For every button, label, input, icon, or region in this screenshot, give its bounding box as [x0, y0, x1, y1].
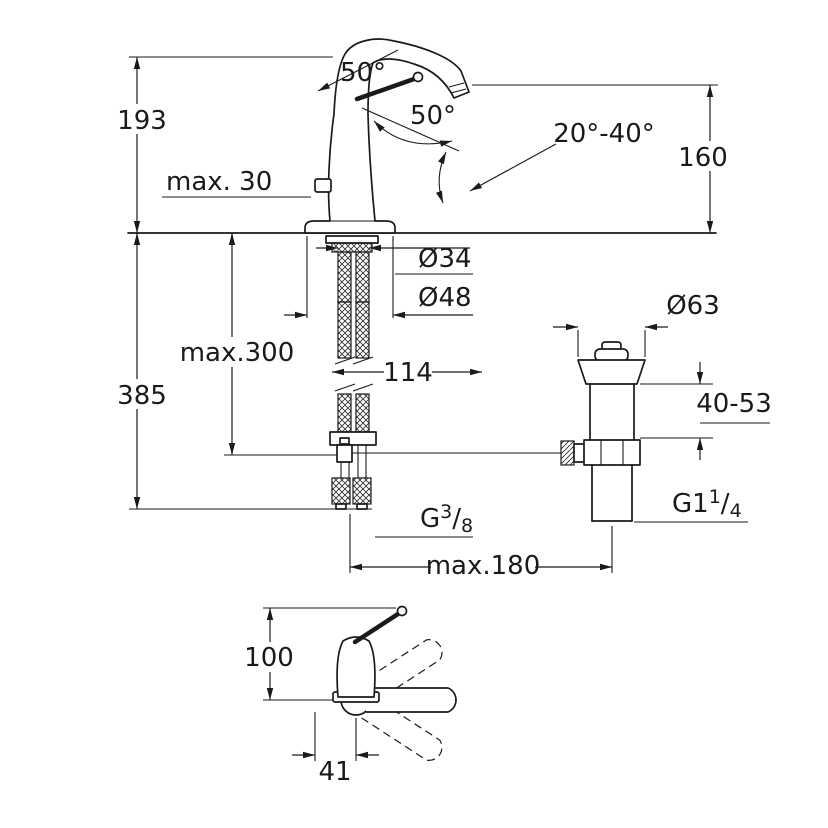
aerator-line-2 [450, 88, 467, 94]
rod-clamp-screw [339, 437, 350, 445]
hose-stub-left [335, 503, 347, 510]
label-385: 385 [117, 381, 167, 411]
spout-angle-line [317, 49, 399, 92]
label-max180: max.180 [426, 551, 541, 581]
label-handle-angle: 50° [410, 101, 456, 131]
label-g114: G11/4 [672, 486, 742, 522]
side-view-handle-knob [396, 605, 408, 617]
hose-break-marks [334, 356, 374, 392]
angle-annotations [317, 49, 557, 204]
label-spout-angle: 50° [340, 58, 386, 88]
supply-hose-lower-right [355, 393, 370, 433]
hose-fitting [329, 431, 377, 446]
threaded-shank-right [355, 251, 370, 303]
tilt-range-arc [435, 151, 447, 204]
faucet-body-and-spout [304, 38, 470, 234]
supply-hose-upper-left [337, 301, 352, 359]
threaded-shank-left [337, 251, 352, 303]
faucet-main-view [304, 38, 561, 510]
handle-lever [354, 76, 417, 102]
label-tilt-range: 20°-40° [553, 119, 655, 149]
supply-hose-lower-left [337, 393, 352, 433]
hose-stub-right [356, 503, 368, 510]
side-view-handle [352, 611, 401, 645]
label-g38: G3/8 [420, 501, 473, 537]
waste-flange [577, 359, 646, 385]
mounting-nut [331, 242, 373, 253]
supply-hose-upper-right [355, 301, 370, 359]
waste-hex-nut [583, 439, 641, 466]
drain-assembly [560, 341, 646, 522]
label-d34: Ø34 [418, 244, 472, 274]
label-d48: Ø48 [418, 283, 472, 313]
handle-angle-arc [373, 120, 453, 147]
label-41: 41 [318, 757, 351, 787]
pop-up-rod-clamp [336, 444, 353, 463]
dimension-lines [129, 56, 770, 761]
handle-knob [412, 71, 424, 83]
mounting-washer [325, 235, 379, 244]
dimension-labels: 193 385 max.300 max. 30 50° 50° 20°-40° … [116, 58, 772, 787]
faucet-side-view [332, 605, 457, 766]
tilt-leader [469, 143, 557, 192]
aerator-line-1 [448, 82, 465, 88]
lift-rod-knob [314, 178, 332, 193]
side-view-body [336, 636, 376, 698]
label-max300: max.300 [180, 338, 295, 368]
label-193: 193 [117, 106, 167, 136]
label-max30: max. 30 [166, 167, 272, 197]
label-100: 100 [244, 643, 294, 673]
hose-nut-right [352, 477, 372, 505]
rod-knurled-nut [560, 440, 575, 466]
label-114: 114 [383, 358, 433, 388]
label-4053: 40-53 [696, 389, 772, 419]
label-d63: Ø63 [666, 291, 720, 321]
label-160: 160 [678, 143, 728, 173]
hose-nut-left [331, 477, 351, 505]
